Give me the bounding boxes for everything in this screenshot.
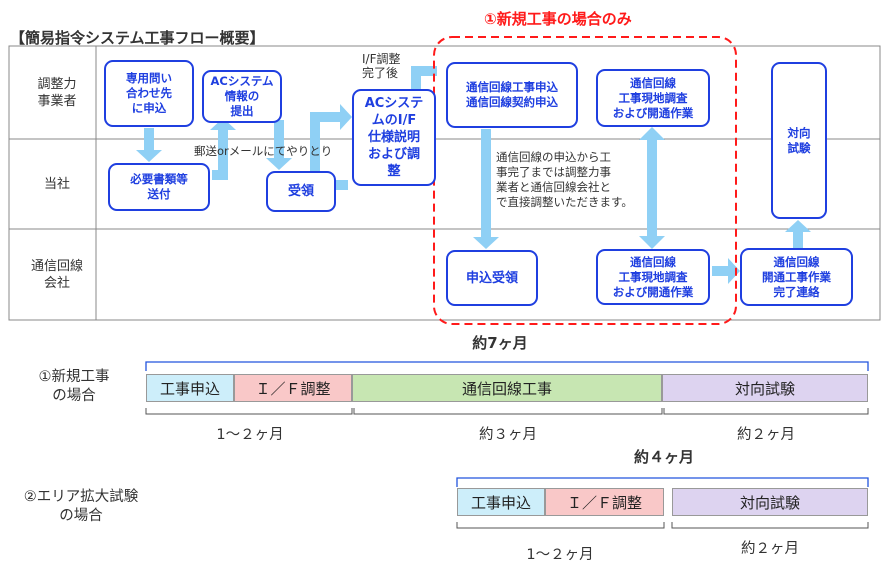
box-site-survey-adjuster: 通信回線 工事現地調査 および開通作業 [596,69,710,127]
case2-bar-if-adjust: Ｉ／Ｆ調整 [545,488,664,516]
case2-bar-application: 工事申込 [457,488,545,516]
box-receipt: 受領 [266,171,336,212]
box-site-survey-telecom: 通信回線 工事現地調査 および開通作業 [596,249,710,305]
case1-duration-2: 約３ヶ月 [479,427,537,443]
box-loop-test: 対向 試験 [771,62,827,219]
case2-duration-1: 1～２ヶ月 [526,547,594,563]
new-construction-only-label: ①新規工事の場合のみ [484,10,632,28]
case1-bar-if-adjust: Ｉ／Ｆ調整 [234,374,352,402]
note-direct-coordination: 通信回線の申込から工 事完了までは調整力事 業者と通信回線会社と で直接調整いた… [496,150,633,209]
lane-label-adjuster: 調整力 事業者 [37,76,77,109]
case1-label: ①新規工事 の場合 [38,369,110,404]
box-application-received: 申込受領 [446,250,538,306]
box-line-application: 通信回線工事申込 通信回線契約申込 [446,62,578,128]
box-apply-contact: 専用問い 合わせ先 に申込 [104,60,194,127]
box-send-documents: 必要書類等 送付 [108,163,210,211]
case2-total: 約４ヶ月 [633,448,694,466]
note-if-adjust-done: I/F調整 完了後 [362,52,401,80]
case1-bar-loop-test: 対向試験 [662,374,868,402]
case1-bar-line-work: 通信回線工事 [352,374,662,402]
case1-duration-1: 1～２ヶ月 [216,427,284,443]
box-submit-ac-info: ACシステム 情報の 提出 [202,70,282,123]
lane-label-telecom: 通信回線 会社 [30,258,83,291]
note-mail-exchange: 郵送orメールにてやりとり [194,144,333,158]
case1-duration-3: 約２ヶ月 [737,427,795,443]
case1-total: 約7ヶ月 [472,334,528,352]
box-if-spec-explain: ACシステ ムのI/F 仕様説明 および調 整 [352,89,436,186]
diagram-title: 【簡易指令システム工事フロー概要】 [10,29,265,47]
lane-label-company: 当社 [43,176,70,192]
case2-label: ②エリア拡大試験 の場合 [23,489,139,524]
case2-duration-2: 約２ヶ月 [741,541,799,557]
box-completion-notice: 通信回線 開通工事作業 完了連絡 [740,248,853,306]
case1-bar-application: 工事申込 [146,374,234,402]
case2-bar-loop-test: 対向試験 [672,488,868,516]
